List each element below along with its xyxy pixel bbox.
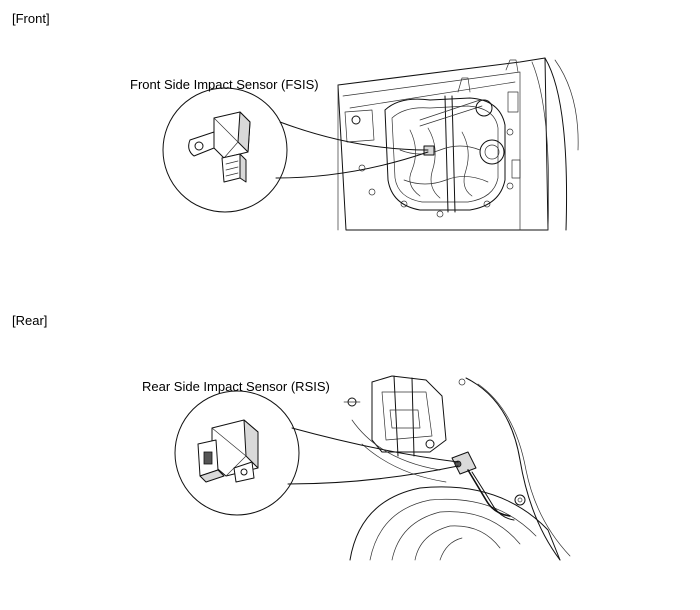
rsis-sensor-icon: [197, 419, 259, 483]
rsis-callout-label: Rear Side Impact Sensor (RSIS): [142, 379, 330, 394]
front-door-illustration: [337, 57, 579, 231]
fsis-zoom-circle: [162, 87, 288, 213]
rsis-leader-line-lower: [287, 465, 459, 485]
fsis-leader-line-lower: [275, 151, 429, 179]
rsis-zoom-circle: [174, 390, 300, 516]
fsis-sensor-icon: [188, 111, 251, 183]
rear-section-heading: [Rear]: [12, 313, 48, 328]
rear-body-illustration: [343, 375, 571, 561]
rsis-leader-line-upper: [291, 427, 459, 463]
rsis-mount: [451, 451, 477, 475]
fsis-callout: [162, 87, 429, 213]
rsis-callout: [174, 390, 459, 516]
fsis-callout-label: Front Side Impact Sensor (FSIS): [130, 77, 319, 92]
fsis-leader-line-upper: [279, 121, 429, 151]
front-section-heading: [Front]: [12, 11, 50, 26]
